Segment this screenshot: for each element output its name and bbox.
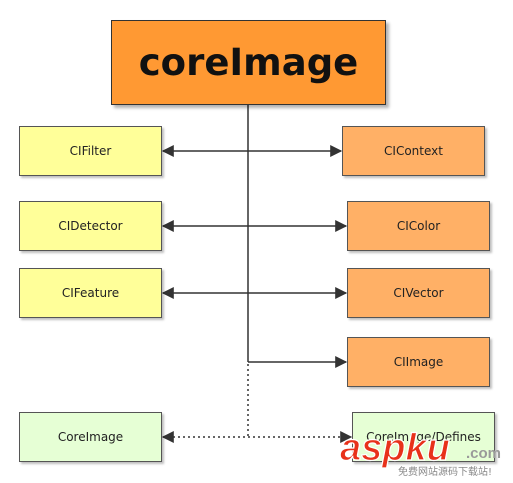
node-ciimage-label: CIImage xyxy=(393,355,444,369)
node-cifilter-label: CIFilter xyxy=(69,144,112,158)
node-cicontext-label: CIContext xyxy=(384,144,443,158)
root-node-coreimage: coreImage xyxy=(111,20,386,105)
node-civector-label: CIVector xyxy=(393,286,444,300)
node-cidetector: CIDetector xyxy=(19,201,162,251)
node-civector: CIVector xyxy=(347,268,490,318)
node-cifeature-label: CIFeature xyxy=(61,286,120,300)
node-coreimage-defines-label: CoreImage/Defines xyxy=(366,430,481,444)
node-coreimage-defines: CoreImage/Defines xyxy=(352,412,495,462)
node-cicontext: CIContext xyxy=(342,126,485,176)
node-cidetector-label: CIDetector xyxy=(58,219,123,233)
node-ciimage: CIImage xyxy=(347,337,490,387)
node-cifeature: CIFeature xyxy=(19,268,162,318)
node-coreimage-framework-label: CoreImage xyxy=(57,430,124,444)
node-cicolor-label: CIColor xyxy=(396,219,441,233)
node-cifilter: CIFilter xyxy=(19,126,162,176)
node-coreimage-framework: CoreImage xyxy=(19,412,162,462)
root-node-label: coreImage xyxy=(138,41,359,84)
node-cicolor: CIColor xyxy=(347,201,490,251)
